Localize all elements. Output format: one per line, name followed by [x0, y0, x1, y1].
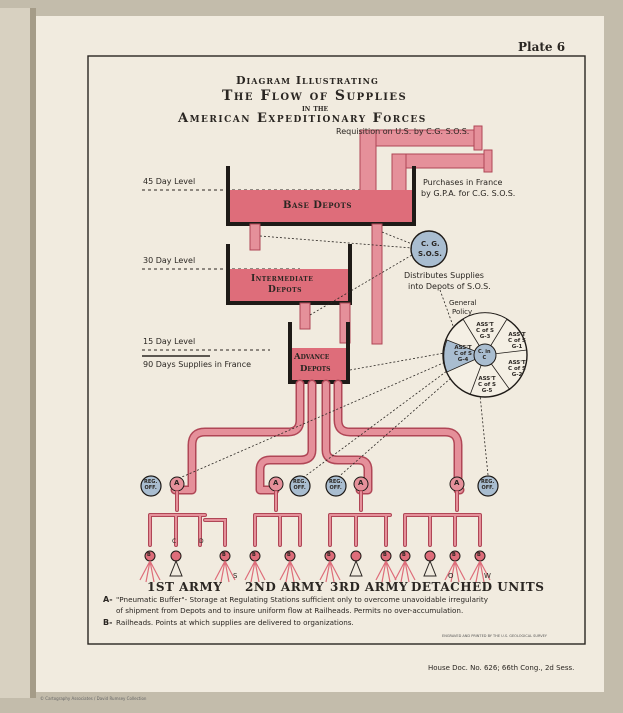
advance-depots-label-1: Advance — [294, 352, 330, 362]
title-line-2: The Flow of Supplies — [222, 88, 408, 104]
marker-a-1: A — [174, 479, 180, 487]
marker-w: W — [484, 572, 491, 580]
marker-b-7: B — [402, 552, 406, 558]
marker-b-3: B — [252, 552, 256, 558]
marker-a-2: A — [273, 479, 279, 487]
reg-off-2 — [289, 475, 311, 497]
reg-off-label-4: REG.OFF. — [481, 479, 495, 491]
title-line-3: in the — [302, 104, 329, 114]
reg-off-4 — [477, 475, 499, 497]
marker-b-6: B — [383, 552, 387, 558]
staff-wheel — [442, 312, 528, 398]
title-line-1: Diagram Illustrating — [236, 74, 379, 87]
engraver-credit: ENGRAVED AND PRINTED BY THE U.S. GEOLOGI… — [442, 634, 547, 638]
purchases-label-1: Purchases in France — [423, 178, 503, 187]
marker-b-8: B — [452, 552, 456, 558]
purchases-label-2: by G.P.A. for C.G. S.O.S. — [421, 189, 516, 198]
base-depots-label: Base Depots — [283, 200, 352, 211]
distributes-label-1: Distributes Supplies — [404, 271, 484, 280]
general-policy-label-1: General — [449, 299, 477, 307]
requisition-valve — [473, 125, 483, 151]
requisition-down-pipe — [359, 129, 377, 201]
plate-border — [87, 55, 586, 645]
army-2-label: 2ND ARMY — [245, 580, 325, 594]
marker-b-2: B — [222, 552, 226, 558]
marker-b-9: B — [477, 552, 481, 558]
army-3-label: 3RD ARMY — [330, 580, 409, 594]
legend-b-line: Railheads. Points at which supplies are … — [116, 618, 354, 627]
reg-off-label-2: REG.OFF. — [293, 479, 307, 491]
reg-off-1 — [140, 475, 162, 497]
marker-a-4: A — [454, 479, 460, 487]
intermediate-depots-tank — [226, 244, 352, 305]
house-doc-label: House Doc. No. 626; 66th Cong., 2d Sess. — [428, 664, 575, 672]
detached-units-label: DETACHED UNITS — [411, 580, 545, 594]
intermediate-depots-label-1: Intermediate — [251, 274, 314, 284]
marker-b-5: B — [327, 552, 331, 558]
reg-off-label-1: REG.OFF. — [144, 479, 158, 491]
marker-o: O — [448, 572, 454, 580]
legend-a-line-2: of shipment from Depots and to insure un… — [116, 606, 464, 615]
level-30-label: 30 Day Level — [143, 256, 196, 265]
general-policy-label-2: Policy — [452, 308, 473, 316]
reg-off-label-3: REG.OFF. — [329, 479, 343, 491]
legend-a-key: A- — [103, 595, 113, 604]
advance-depots-label-2: Depots — [300, 364, 331, 374]
railheads — [139, 550, 491, 583]
requisition-label: Requisition on U.S. by C.G. S.O.S. — [336, 127, 470, 136]
legend-a-line-1: "Pneumatic Buffer"- Storage at Regulatin… — [116, 595, 489, 604]
base-depots-tank — [226, 166, 416, 226]
level-15-label: 15 Day Level — [143, 337, 196, 346]
intermediate-depots-label-2: Depots — [268, 285, 302, 295]
purchase-valve — [483, 149, 493, 173]
advance-depots-tank — [288, 322, 350, 384]
marker-d: D — [199, 538, 204, 545]
distributes-label-2: into Depots of S.O.S. — [408, 282, 491, 291]
title-line-4: American Expeditionary Forces — [178, 111, 427, 126]
reg-off-3 — [325, 475, 347, 497]
plate-label: Plate 6 — [518, 40, 566, 54]
marker-a-3: A — [358, 479, 364, 487]
cg-sos-label-2: S.O.S. — [418, 250, 442, 258]
copyright-label: © Cartography Associates / David Rumsey … — [40, 696, 147, 701]
cg-sos-circle — [410, 230, 448, 268]
level-total-label: 90 Days Supplies in France — [143, 360, 252, 369]
marker-s: S — [233, 572, 238, 580]
marker-c: C — [172, 538, 177, 545]
marker-b-1: B — [147, 552, 151, 558]
cg-sos-label-1: C. G. — [421, 240, 440, 248]
army-1-label: 1ST ARMY — [147, 580, 223, 594]
page-gutter — [30, 8, 36, 698]
marker-b-4: B — [287, 552, 291, 558]
legend-b-key: B- — [103, 618, 113, 627]
level-45-label: 45 Day Level — [143, 177, 196, 186]
